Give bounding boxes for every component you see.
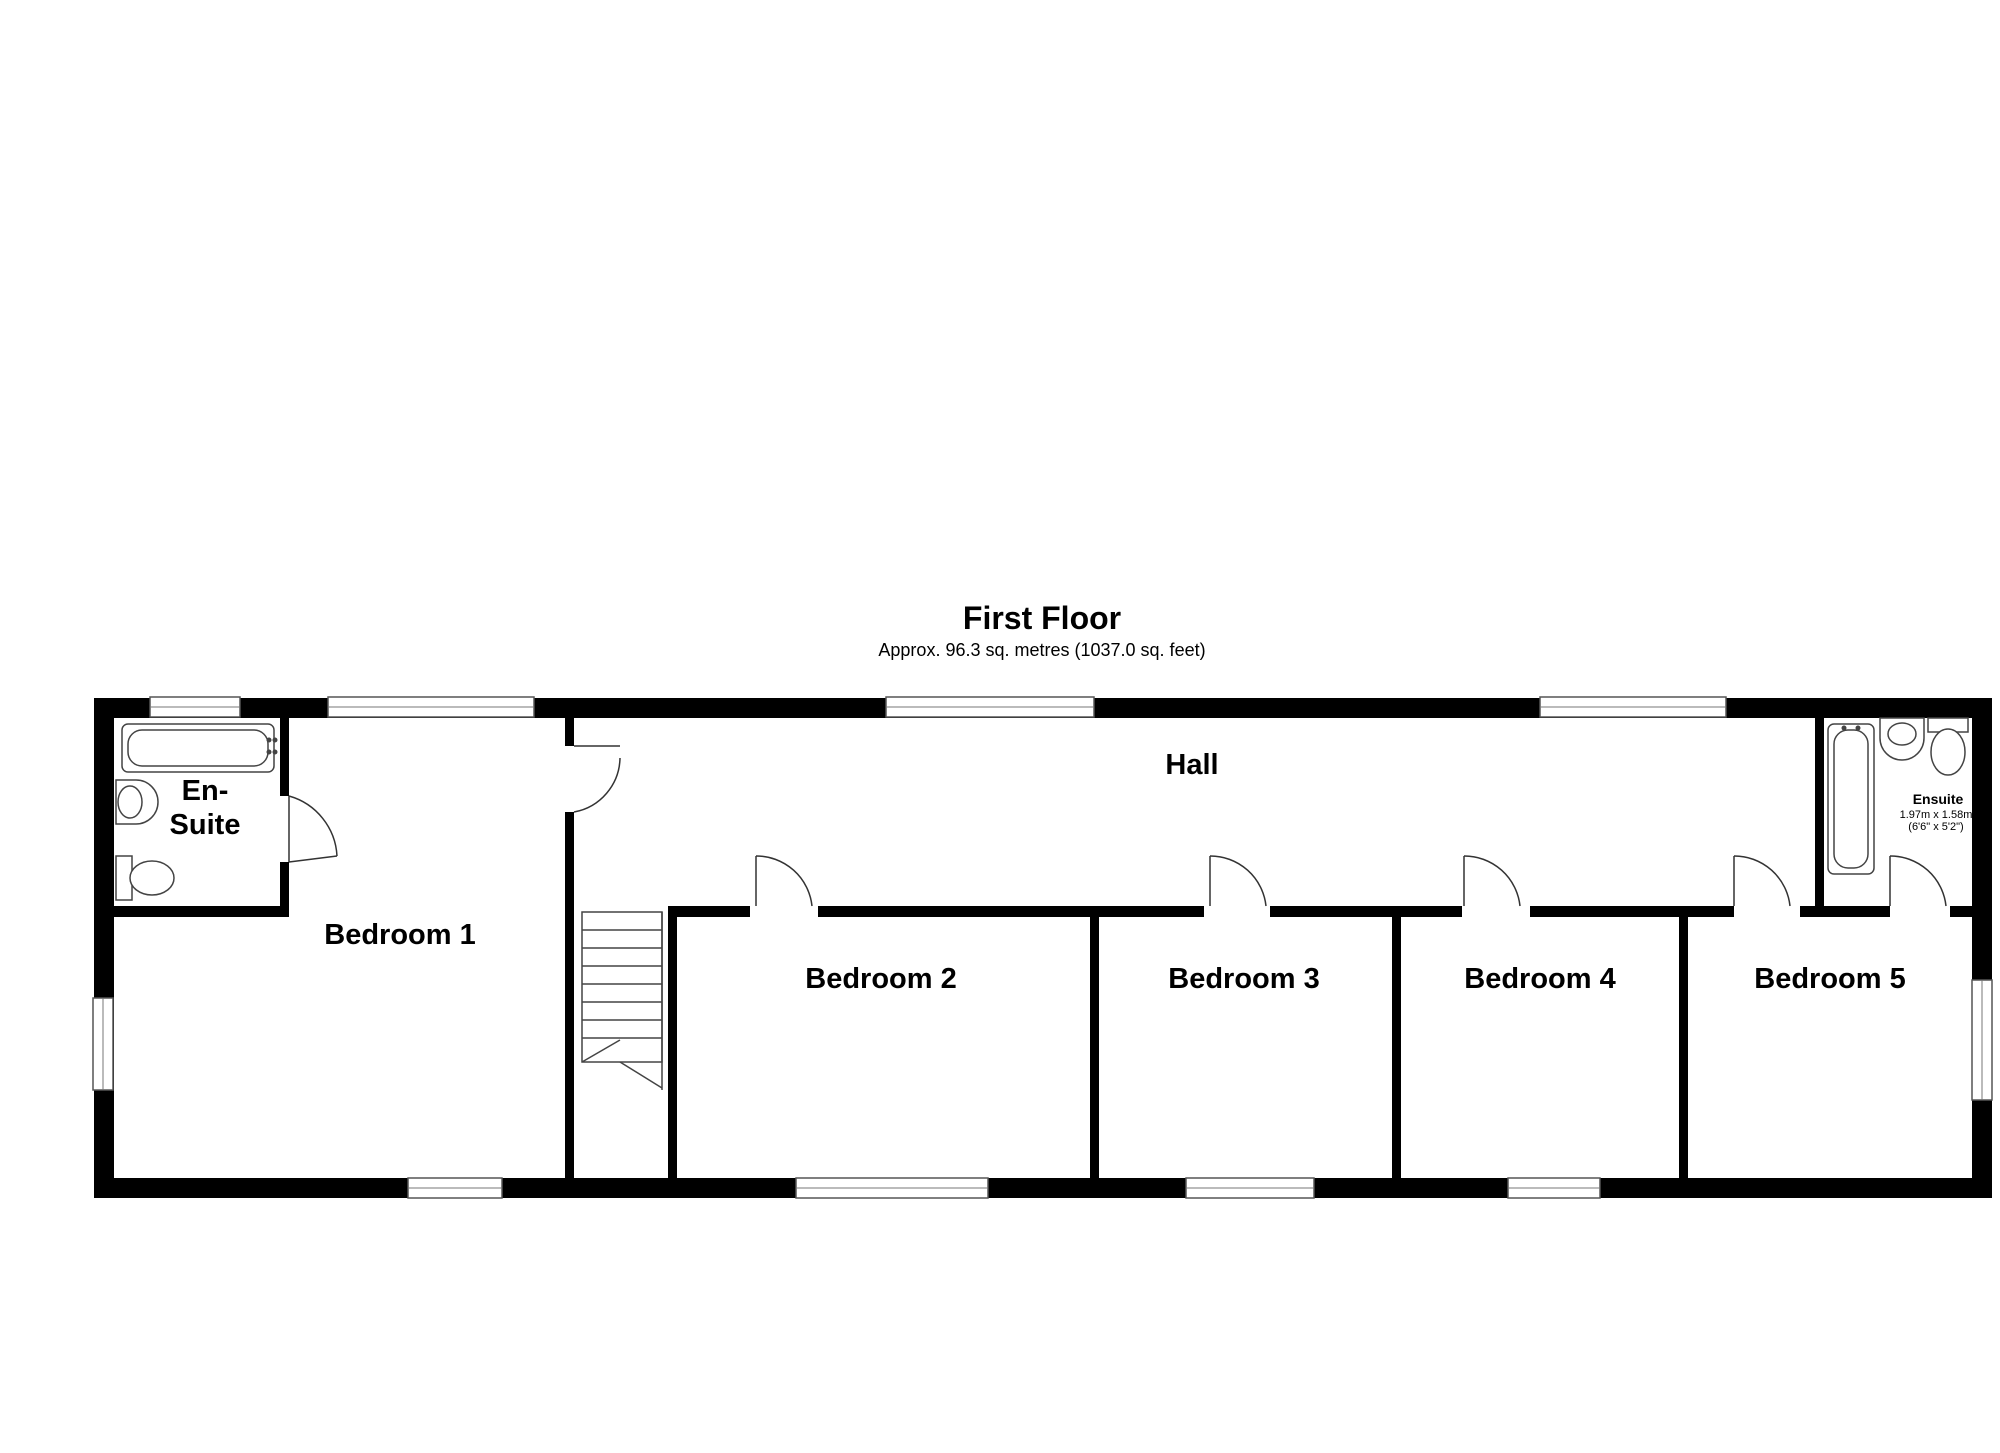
bedroom4-label: Bedroom 4 [1464, 963, 1615, 995]
staircase [581, 911, 663, 1090]
bedroom2-label: Bedroom 2 [805, 963, 956, 995]
floor-title: First Floor [962, 600, 1122, 636]
bedroom3-label: Bedroom 3 [1168, 963, 1319, 995]
ensuite-left-label-line1: En- [182, 775, 229, 807]
hall-label: Hall [1165, 749, 1218, 781]
doors [288, 745, 1947, 907]
ensuite-left-fixtures [115, 723, 278, 901]
bedroom5-label: Bedroom 5 [1754, 963, 1905, 995]
ensuite-right-fixtures [1827, 717, 1969, 875]
floor-area: Approx. 96.3 sq. metres (1037.0 sq. feet… [878, 640, 1206, 660]
ensuite-right-imperial: (6'6" x 5'2") [1908, 821, 1963, 833]
interior-walls [114, 716, 1974, 1182]
ensuite-right-metric: 1.97m x 1.58m [1900, 809, 1973, 821]
ensuite-left-label-line2: Suite [170, 809, 241, 841]
ensuite-right-label: Ensuite [1913, 791, 1964, 807]
windows [92, 696, 1993, 1199]
bedroom1-label: Bedroom 1 [324, 919, 475, 951]
